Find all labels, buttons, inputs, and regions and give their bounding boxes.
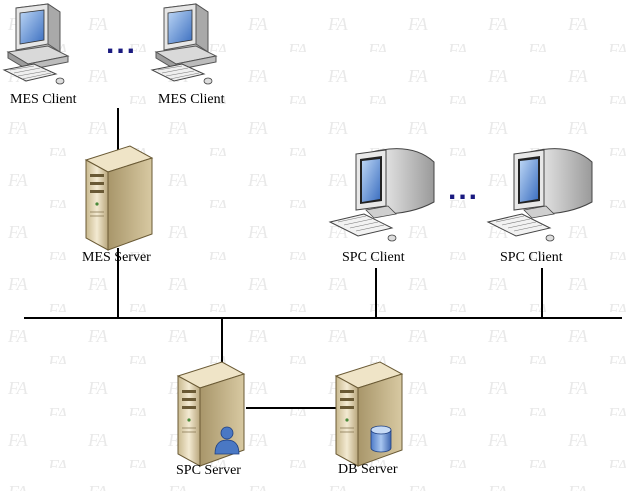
- database-icon: [370, 425, 392, 453]
- mes-clients-ellipsis: ...: [106, 27, 138, 60]
- mes-client-1-label: MES Client: [10, 92, 77, 107]
- spc-server-label: SPC Server: [176, 463, 241, 478]
- network-lines: [24, 108, 622, 409]
- mes-client-2-label: MES Client: [158, 92, 225, 107]
- mes-server-tower-icon: [85, 145, 153, 251]
- db-server-label: DB Server: [338, 462, 398, 477]
- spc-client-1-label: SPC Client: [342, 250, 405, 265]
- spc-clients-ellipsis: ...: [448, 173, 480, 206]
- db-server-tower-icon: [335, 361, 403, 467]
- mes-server-label: MES Server: [82, 250, 151, 265]
- user-icon: [214, 426, 240, 455]
- spc-client-2-label: SPC Client: [500, 250, 563, 265]
